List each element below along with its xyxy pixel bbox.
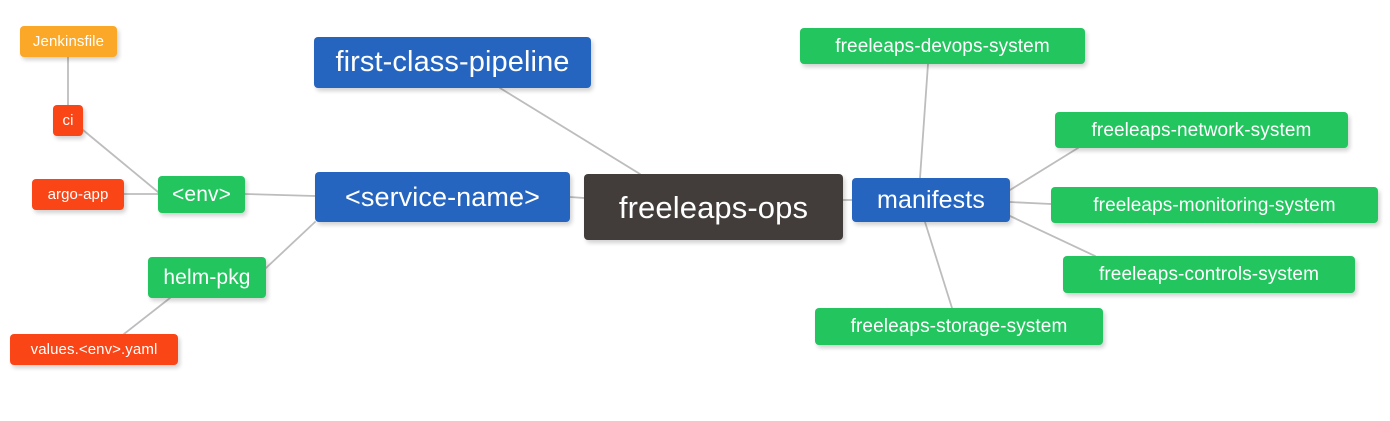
node-label-ci: ci	[62, 112, 74, 129]
node-values-yaml[interactable]: values.<env>.yaml	[10, 334, 178, 365]
node-devops-sys[interactable]: freeleaps-devops-system	[800, 28, 1085, 64]
node-label-values-yaml: values.<env>.yaml	[30, 341, 158, 358]
node-service-name[interactable]: <service-name>	[315, 172, 570, 222]
edge-pipeline-to-freeleaps-ops	[499, 87, 641, 175]
node-pipeline[interactable]: first-class-pipeline	[314, 37, 591, 88]
node-label-pipeline: first-class-pipeline	[335, 46, 570, 78]
node-label-helm-pkg: helm-pkg	[163, 266, 251, 289]
edge-service-name-to-helm-pkg	[265, 221, 316, 269]
node-label-monitoring-sys: freeleaps-monitoring-system	[1093, 194, 1336, 216]
node-network-sys[interactable]: freeleaps-network-system	[1055, 112, 1348, 148]
node-jenkinsfile[interactable]: Jenkinsfile	[20, 26, 117, 57]
node-label-manifests: manifests	[877, 185, 985, 214]
node-manifests[interactable]: manifests	[852, 178, 1010, 222]
node-argo-app[interactable]: argo-app	[32, 179, 124, 210]
node-label-argo-app: argo-app	[47, 186, 109, 203]
node-env[interactable]: <env>	[158, 176, 245, 213]
node-helm-pkg[interactable]: helm-pkg	[148, 257, 266, 298]
node-freeleaps-ops[interactable]: freeleaps-ops	[584, 174, 843, 240]
node-label-devops-sys: freeleaps-devops-system	[835, 35, 1050, 57]
edge-manifests-to-network-sys	[1009, 147, 1079, 191]
node-label-storage-sys: freeleaps-storage-system	[850, 316, 1068, 337]
node-label-controls-sys: freeleaps-controls-system	[1098, 264, 1320, 285]
node-storage-sys[interactable]: freeleaps-storage-system	[815, 308, 1103, 345]
node-label-env: <env>	[172, 183, 231, 206]
node-controls-sys[interactable]: freeleaps-controls-system	[1063, 256, 1355, 293]
edge-env-to-service-name	[244, 193, 316, 197]
edge-service-name-to-freeleaps-ops	[569, 196, 585, 199]
node-label-jenkinsfile: Jenkinsfile	[32, 33, 105, 50]
node-label-freeleaps-ops: freeleaps-ops	[618, 189, 809, 225]
node-label-service-name: <service-name>	[345, 181, 540, 212]
edge-manifests-to-monitoring-sys	[1009, 201, 1052, 205]
edge-manifests-to-devops-sys	[919, 63, 929, 179]
edge-manifests-to-storage-sys	[924, 221, 953, 309]
edge-helm-pkg-to-values-yaml	[123, 297, 171, 335]
node-monitoring-sys[interactable]: freeleaps-monitoring-system	[1051, 187, 1378, 223]
node-label-network-sys: freeleaps-network-system	[1091, 119, 1312, 141]
node-ci[interactable]: ci	[53, 105, 83, 136]
